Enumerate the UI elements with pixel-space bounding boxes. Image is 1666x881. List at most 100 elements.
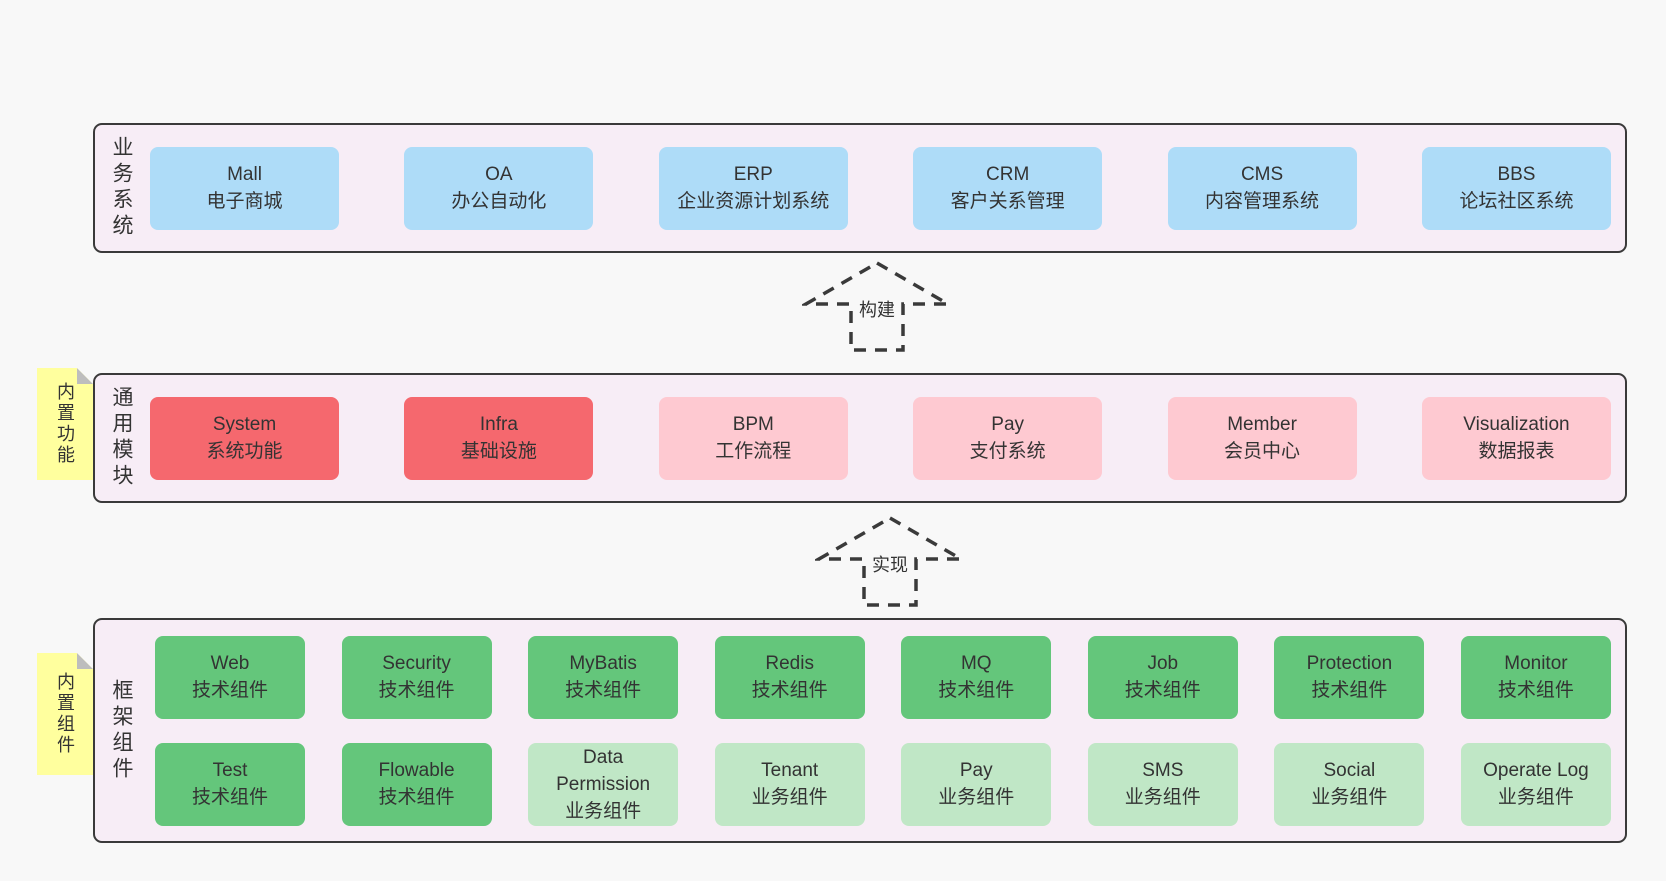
box-subtitle: 技术组件 — [1124, 680, 1201, 701]
box-crm: CRM 客户关系管理 — [913, 146, 1103, 230]
up-block-arrow-icon — [802, 260, 952, 352]
box-pay: Pay 业务组件 — [901, 742, 1052, 826]
implement-arrow-label: 实现 — [869, 552, 911, 578]
box-job: Job 技术组件 — [1087, 635, 1238, 719]
box-cms: CMS 内容管理系统 — [1167, 146, 1357, 230]
box-title: Data Permission — [556, 746, 651, 795]
box-subtitle: 技术组件 — [938, 680, 1015, 701]
box-protection: Protection 技术组件 — [1274, 635, 1425, 719]
box-subtitle: 客户关系管理 — [950, 191, 1065, 212]
box-title: BBS — [1497, 164, 1536, 185]
band-label-framework-components: 框架组件 — [110, 678, 133, 783]
folded-corner-icon — [77, 653, 93, 669]
box-title: Tenant — [761, 760, 819, 781]
box-title: CMS — [1240, 164, 1284, 185]
box-title: Visualization — [1463, 414, 1570, 435]
box-row: Mall 电子商城 OA 办公自动化 ERP 企业资源计划系统 CRM 客户关系管理 CMS 内容… — [150, 146, 1611, 230]
band-label-business-systems: 业务系统 — [110, 136, 133, 240]
box-mybatis: MyBatis 技术组件 — [528, 635, 679, 719]
sticky-note-built-in-features-text: 内置功能 — [55, 382, 75, 466]
box-subtitle: 业务组件 — [938, 787, 1015, 808]
box-erp: ERP 企业资源计划系统 — [658, 146, 848, 230]
folded-corner-icon — [77, 368, 93, 384]
box-subtitle: 支付系统 — [969, 441, 1046, 462]
box-title: Security — [382, 653, 451, 674]
sticky-note-built-in-components: 内置组件 — [37, 653, 93, 775]
box-title: Mall — [227, 164, 262, 185]
implement-arrow: 实现 — [815, 514, 965, 610]
box-title: CRM — [986, 164, 1030, 185]
box-title: Job — [1147, 653, 1179, 674]
box-data-permission: Data Permission 业务组件 — [528, 742, 679, 826]
band-label-common-modules: 通用模块 — [110, 386, 133, 490]
box-mall: Mall 电子商城 — [150, 146, 339, 230]
box-title: Test — [212, 760, 248, 781]
box-title: Pay — [991, 414, 1025, 435]
box-title: System — [212, 414, 277, 435]
box-title: Redis — [765, 653, 814, 674]
box-subtitle: 技术组件 — [1311, 680, 1388, 701]
box-subtitle: 工作流程 — [715, 441, 792, 462]
box-title: OA — [485, 164, 513, 185]
box-title: ERP — [733, 164, 773, 185]
up-block-arrow-icon — [815, 515, 965, 607]
box-system: System 系统功能 — [150, 396, 339, 480]
box-tenant: Tenant 业务组件 — [714, 742, 865, 826]
box-subtitle: 办公自动化 — [451, 191, 547, 212]
box-title: Flowable — [378, 760, 455, 781]
box-mq: MQ 技术组件 — [901, 635, 1052, 719]
box-subtitle: 电子商城 — [206, 191, 283, 212]
box-subtitle: 基础设施 — [460, 441, 537, 462]
box-subtitle: 技术组件 — [191, 787, 268, 808]
box-subtitle: 技术组件 — [565, 680, 642, 701]
box-title: Web — [210, 653, 250, 674]
box-subtitle: 技术组件 — [378, 787, 455, 808]
box-title: Protection — [1306, 653, 1393, 674]
box-visualization: Visualization 数据报表 — [1421, 396, 1611, 480]
build-arrow-label: 构建 — [856, 297, 898, 323]
box-subtitle: 业务组件 — [565, 800, 642, 822]
band-business-systems: 业务系统 Mall 电子商城 OA 办公自动化 ERP 企业资源计划系统 CRM 客户关系管理… — [93, 123, 1627, 253]
box-subtitle: 技术组件 — [1497, 680, 1574, 701]
box-test: Test 技术组件 — [155, 742, 305, 826]
box-subtitle: 数据报表 — [1478, 441, 1555, 462]
box-oa: OA 办公自动化 — [404, 146, 594, 230]
box-subtitle: 系统功能 — [206, 441, 283, 462]
box-monitor: Monitor 技术组件 — [1460, 635, 1611, 719]
box-title: Pay — [959, 760, 993, 781]
box-title: BPM — [732, 414, 774, 435]
sticky-note-built-in-features: 内置功能 — [37, 368, 93, 480]
box-bpm: BPM 工作流程 — [658, 396, 848, 480]
box-title: Infra — [479, 414, 518, 435]
box-subtitle: 业务组件 — [751, 787, 828, 808]
box-title: SMS — [1142, 760, 1184, 781]
box-subtitle: 内容管理系统 — [1205, 191, 1320, 212]
sticky-note-built-in-components-text: 内置组件 — [55, 672, 75, 756]
box-title: Social — [1323, 760, 1376, 781]
box-subtitle: 企业资源计划系统 — [677, 191, 830, 212]
box-subtitle: 技术组件 — [751, 680, 828, 701]
box-bbs: BBS 论坛社区系统 — [1421, 146, 1611, 230]
box-subtitle: 论坛社区系统 — [1459, 191, 1574, 212]
box-title: MQ — [960, 653, 992, 674]
box-title: Monitor — [1504, 653, 1568, 674]
band-common-modules: 通用模块 System 系统功能 Infra 基础设施 BPM 工作流程 Pay 支付系统 Me… — [93, 373, 1627, 503]
box-title: MyBatis — [569, 653, 637, 674]
box-title: Member — [1227, 414, 1297, 435]
box-redis: Redis 技术组件 — [714, 635, 865, 719]
box-pay: Pay 支付系统 — [913, 396, 1103, 480]
box-flowable: Flowable 技术组件 — [341, 742, 492, 826]
